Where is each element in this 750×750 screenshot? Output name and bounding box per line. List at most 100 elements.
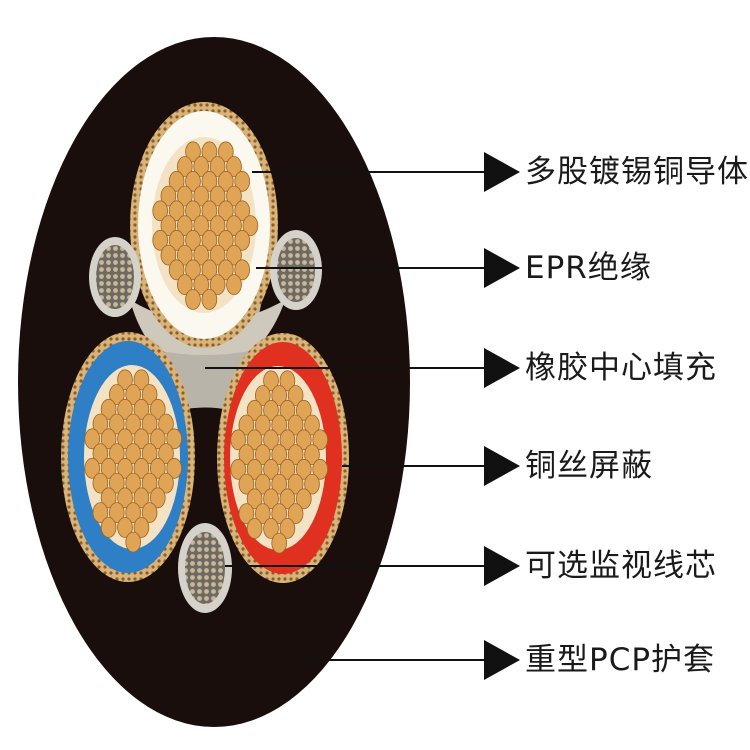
copper-strand: [160, 244, 177, 266]
copper-strand: [100, 428, 117, 450]
top-core-strands: [152, 141, 259, 310]
copper-strand: [209, 215, 226, 237]
copper-strand: [100, 517, 117, 538]
copper-strand: [234, 229, 251, 251]
copper-strand: [117, 517, 133, 538]
right-core-strands: [230, 370, 329, 554]
pointer-insulation: [256, 248, 520, 288]
copper-strand: [125, 502, 141, 523]
copper-strand: [185, 229, 201, 251]
pointer-monitor-core: [225, 546, 520, 586]
copper-strand: [271, 385, 288, 406]
copper-strand: [177, 215, 193, 237]
copper-strand: [263, 458, 279, 480]
arrow-right-icon: [484, 348, 520, 388]
copper-strand: [226, 244, 242, 266]
copper-strand: [133, 517, 150, 538]
copper-strand: [312, 429, 329, 451]
copper-strand: [312, 458, 329, 480]
copper-strand: [168, 259, 185, 281]
copper-strand: [254, 444, 271, 466]
copper-strand: [166, 457, 183, 479]
copper-strand: [150, 487, 166, 509]
copper-strand: [125, 443, 141, 465]
copper-strand: [150, 457, 166, 479]
monitor-core-right: [270, 230, 322, 310]
copper-strand: [304, 414, 320, 436]
copper-strand: [218, 170, 234, 192]
copper-strand: [177, 244, 193, 266]
pointer-conductor: [252, 152, 520, 192]
copper-strand: [141, 413, 158, 435]
copper-strand: [193, 244, 210, 266]
copper-strand: [141, 502, 158, 523]
copper-strand: [201, 259, 218, 281]
copper-strand: [209, 185, 226, 207]
copper-strand: [246, 399, 263, 421]
copper-strand: [152, 200, 169, 222]
pointer-filler: [205, 348, 520, 388]
copper-strand: [226, 156, 242, 177]
copper-strand: [150, 428, 166, 450]
arrow-right-icon: [484, 640, 520, 680]
arrow-right-icon: [484, 546, 520, 586]
copper-strand: [271, 473, 288, 495]
right-power-core: [217, 333, 349, 583]
copper-strand: [133, 457, 150, 479]
copper-strand: [295, 458, 312, 480]
copper-strand: [271, 444, 288, 466]
copper-strand: [254, 385, 271, 406]
copper-strand: [193, 185, 210, 207]
copper-strand: [185, 141, 201, 163]
copper-strand: [117, 428, 133, 450]
copper-strand: [84, 457, 100, 479]
label-conductor: 多股镀锡铜导体: [525, 154, 749, 190]
copper-strand: [109, 443, 125, 465]
copper-strand: [226, 185, 242, 207]
copper-strand: [246, 458, 263, 480]
copper-strand: [279, 370, 296, 392]
copper-strand: [168, 200, 185, 222]
copper-strand: [271, 532, 288, 554]
copper-strand: [295, 399, 312, 421]
top-power-core: [130, 102, 278, 348]
copper-strand: [279, 399, 296, 421]
leader-lines: [205, 152, 520, 680]
copper-strand: [177, 156, 193, 177]
copper-strand: [100, 487, 117, 509]
copper-strand: [193, 215, 210, 237]
copper-strand: [238, 444, 255, 466]
copper-strand: [218, 259, 234, 281]
copper-strand: [287, 444, 304, 466]
copper-strand: [218, 141, 234, 163]
copper-strand: [271, 414, 288, 436]
pointer-sheath: [300, 640, 520, 680]
copper-strand: [209, 156, 226, 177]
label-monitor-core: 可选监视线芯: [525, 548, 717, 584]
copper-strand: [263, 370, 279, 392]
copper-strand: [201, 200, 218, 222]
copper-strand: [304, 473, 320, 495]
copper-strand: [238, 503, 255, 524]
copper-strand: [125, 384, 141, 405]
copper-strand: [166, 428, 183, 450]
copper-strand: [279, 458, 296, 480]
copper-strand: [226, 274, 242, 296]
copper-strand: [254, 503, 271, 524]
copper-strand: [150, 398, 166, 420]
copper-strand: [193, 274, 210, 296]
copper-strand: [133, 369, 150, 391]
copper-strand: [254, 414, 271, 436]
copper-strand: [263, 399, 279, 421]
copper-strand: [279, 429, 296, 451]
copper-strand: [168, 170, 185, 192]
label-filler: 橡胶中心填充: [525, 350, 717, 386]
copper-strand: [193, 156, 210, 177]
copper-strand: [201, 141, 218, 163]
copper-strand: [287, 473, 304, 495]
copper-strand: [152, 229, 169, 251]
copper-strand: [117, 457, 133, 479]
copper-strand: [109, 413, 125, 435]
copper-strand: [141, 384, 158, 405]
